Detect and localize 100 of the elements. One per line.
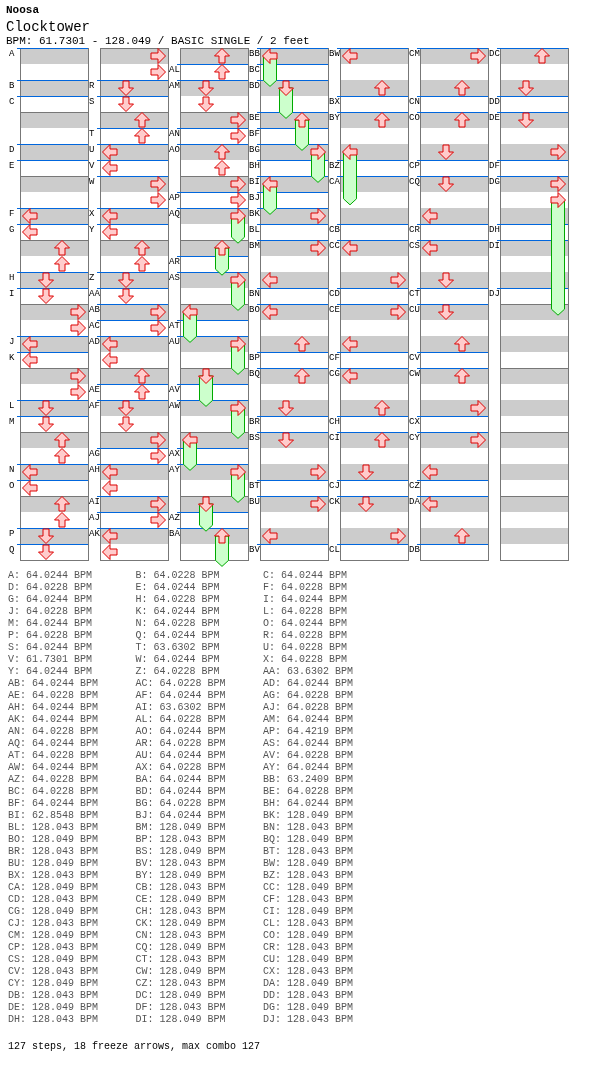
bpm-marker-label: J	[9, 338, 15, 347]
bpm-marker-label: AO	[169, 146, 180, 155]
bpm-marker-label: AU	[169, 338, 180, 347]
bpm-list-entry: DB: 128.043 BPM	[8, 991, 98, 1001]
bpm-list-entry: BS: 128.049 BPM	[135, 847, 226, 857]
bpm-marker-label: BC	[249, 66, 260, 75]
bpm-marker-label: BH	[249, 162, 260, 171]
bpm-list-entry: M: 64.0244 BPM	[8, 619, 92, 629]
bpm-marker-label: CB	[329, 226, 340, 235]
bpm-list-entry: AQ: 64.0244 BPM	[8, 739, 98, 749]
bpm-list-entry: AI: 63.6302 BPM	[135, 703, 226, 713]
bpm-marker-label: BO	[249, 306, 260, 315]
bpm-list-entry: BD: 64.0244 BPM	[135, 787, 226, 797]
bpm-marker-label: O	[9, 482, 15, 491]
bpm-marker-label: AM	[169, 82, 180, 91]
bpm-marker-label: CS	[409, 242, 420, 251]
bpm-list-entry: CR: 128.043 BPM	[263, 943, 353, 953]
bpm-list-entry: D: 64.0228 BPM	[8, 583, 92, 593]
bpm-list-entry: O: 64.0244 BPM	[263, 619, 347, 629]
bpm-list-entry: BW: 128.049 BPM	[263, 859, 353, 869]
bpm-list-entry: BJ: 64.0244 BPM	[135, 811, 226, 821]
bpm-marker-label: AE	[89, 386, 100, 395]
bpm-list-entry: AA: 63.6302 BPM	[263, 667, 353, 677]
bpm-marker-label: BY	[329, 114, 340, 123]
bpm-marker-label: AJ	[89, 514, 100, 523]
song-title: Clocktower	[6, 20, 90, 34]
bpm-marker-label: AI	[89, 498, 100, 507]
bpm-marker-label: BI	[249, 178, 260, 187]
bpm-marker-label: R	[89, 82, 95, 91]
bpm-list-entry: AF: 64.0244 BPM	[135, 691, 226, 701]
bpm-list-entry: K: 64.0244 BPM	[135, 607, 220, 617]
bpm-marker-label: AH	[89, 466, 100, 475]
bpm-marker-label: CL	[329, 546, 340, 555]
bpm-marker-label: CU	[409, 306, 420, 315]
bpm-list-entry: L: 64.0228 BPM	[263, 607, 347, 617]
bpm-list-entry: N: 64.0228 BPM	[135, 619, 220, 629]
bpm-list-entry: BM: 128.049 BPM	[135, 823, 226, 833]
bpm-marker-label: AK	[89, 530, 100, 539]
bpm-marker-label: CZ	[409, 482, 420, 491]
bpm-marker-label: W	[89, 178, 95, 187]
bpm-list-entry: CW: 128.049 BPM	[135, 967, 226, 977]
bpm-list-entry: CN: 128.043 BPM	[135, 931, 226, 941]
bpm-marker-label: BM	[249, 242, 260, 251]
bpm-list-entry: AB: 64.0244 BPM	[8, 679, 98, 689]
bpm-list-entry: CP: 128.043 BPM	[8, 943, 98, 953]
bpm-list-entry: AW: 64.0244 BPM	[8, 763, 98, 773]
bpm-list-entry: AM: 64.0244 BPM	[263, 715, 353, 725]
bpm-list-entry: BY: 128.049 BPM	[135, 871, 226, 881]
bpm-list-entry: BV: 128.043 BPM	[135, 859, 226, 869]
bpm-list-entry: DD: 128.043 BPM	[263, 991, 353, 1001]
bpm-marker-label: BK	[249, 210, 260, 219]
bpm-marker-label: CQ	[409, 178, 420, 187]
bpm-marker-label: DC	[489, 50, 500, 59]
bpm-marker-label: AS	[169, 274, 180, 283]
bpm-marker-label: AP	[169, 194, 180, 203]
bpm-list-entry: BU: 128.049 BPM	[8, 859, 98, 869]
bpm-marker-label: BX	[329, 98, 340, 107]
bpm-list-entry: CD: 128.043 BPM	[8, 895, 98, 905]
bpm-marker-label: AY	[169, 466, 180, 475]
bpm-marker-label: AG	[89, 450, 100, 459]
bpm-list-entry: BQ: 128.049 BPM	[263, 835, 353, 845]
bpm-list-entry: CH: 128.043 BPM	[135, 907, 226, 917]
bpm-list-entry: AE: 64.0228 BPM	[8, 691, 98, 701]
bpm-marker-label: H	[9, 274, 15, 283]
bpm-list-entry: BX: 128.043 BPM	[8, 871, 98, 881]
bpm-list-entry: DJ: 128.043 BPM	[263, 1015, 353, 1025]
bpm-list-entry: BG: 64.0228 BPM	[135, 799, 226, 809]
bpm-marker-label: CN	[409, 98, 420, 107]
bpm-marker-label: BL	[249, 226, 260, 235]
bpm-marker-label: BV	[249, 546, 260, 555]
bpm-marker-label: CM	[409, 50, 420, 59]
bpm-marker-label: BA	[169, 530, 180, 539]
bpm-list-entry: CF: 128.043 BPM	[263, 895, 353, 905]
bpm-list-entry: AV: 64.0228 BPM	[263, 751, 353, 761]
bpm-marker-label: CF	[329, 354, 340, 363]
bpm-marker-label: CT	[409, 290, 420, 299]
bpm-list-entry: AS: 64.0244 BPM	[263, 739, 353, 749]
bpm-list-entry: E: 64.0244 BPM	[135, 583, 220, 593]
bpm-marker-label: CA	[329, 178, 340, 187]
bpm-marker-label: V	[89, 162, 95, 171]
bpm-marker-label: CY	[409, 434, 420, 443]
bpm-list-entry: I: 64.0244 BPM	[263, 595, 347, 605]
bpm-marker-label: CX	[409, 418, 420, 427]
bpm-list-entry: CO: 128.049 BPM	[263, 931, 353, 941]
bpm-list-entry: Y: 64.0244 BPM	[8, 667, 92, 677]
bpm-list-entry: C: 64.0244 BPM	[263, 571, 347, 581]
bpm-list-entry: AU: 64.0244 BPM	[135, 751, 226, 761]
bpm-marker-label: AD	[89, 338, 100, 347]
bpm-list-entry: DG: 128.049 BPM	[263, 1003, 353, 1013]
bpm-marker-label: AZ	[169, 514, 180, 523]
bpm-list-entry: BC: 64.0228 BPM	[8, 787, 98, 797]
bpm-marker-label: CW	[409, 370, 420, 379]
bpm-marker-label: AN	[169, 130, 180, 139]
bpm-marker-label: BG	[249, 146, 260, 155]
bpm-list-entry: T: 63.6302 BPM	[135, 643, 220, 653]
bpm-marker-label: BQ	[249, 370, 260, 379]
bpm-list-entry: CT: 128.043 BPM	[135, 955, 226, 965]
bpm-list-entry: AN: 64.0228 BPM	[8, 727, 98, 737]
bpm-marker-label: F	[9, 210, 15, 219]
bpm-marker-label: DA	[409, 498, 420, 507]
